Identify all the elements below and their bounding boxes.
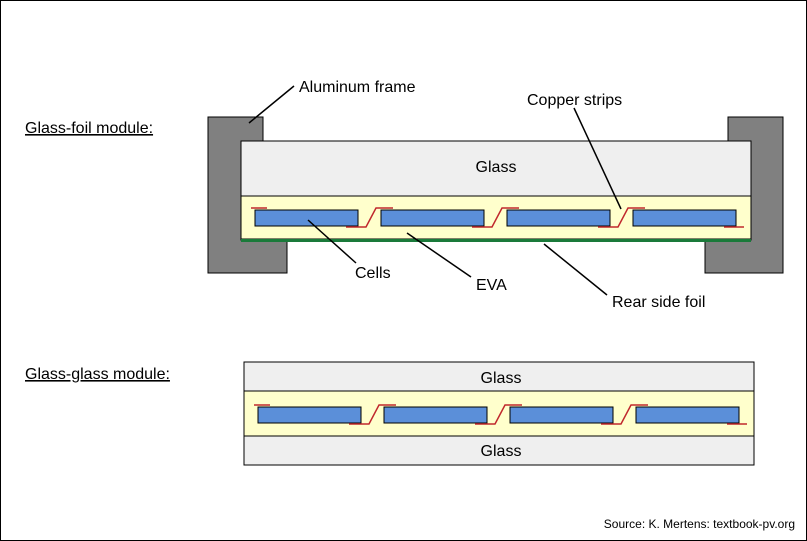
copper-strips-pointer (573, 107, 622, 210)
cell (383, 406, 488, 424)
copper-strips-label: Copper strips (527, 92, 622, 109)
eva-label: EVA (476, 277, 507, 294)
bottom-glass-label: Glass (481, 443, 522, 460)
cell (509, 406, 614, 424)
eva-pointer (406, 232, 472, 278)
cell (257, 406, 362, 424)
cell (635, 406, 740, 424)
bottom-glass-layer (243, 435, 755, 466)
top-glass-label: Glass (481, 370, 522, 387)
cells-label: Cells (355, 265, 391, 282)
glass-layer (240, 140, 752, 197)
copper-strip (349, 404, 396, 425)
copper-strip (601, 404, 648, 425)
glass-foil-section-title: Glass-foil module: (25, 120, 153, 137)
copper-strip (598, 207, 645, 228)
source-credit: Source: K. Mertens: textbook-pv.org (604, 517, 795, 531)
cell (380, 209, 485, 227)
glass-label: Glass (476, 159, 517, 176)
glass-glass-section-title: Glass-glass module: (25, 366, 170, 383)
cell (632, 209, 737, 227)
rear-side-foil-pointer (543, 243, 608, 296)
copper-strip (475, 404, 522, 425)
cell (506, 209, 611, 227)
aluminum-frame-label: Aluminum frame (299, 79, 416, 96)
cells-pointer (307, 219, 357, 264)
rear-side-foil-label: Rear side foil (612, 294, 705, 311)
copper-strip (472, 207, 519, 228)
cell (254, 209, 359, 227)
rear-side-foil (241, 239, 751, 242)
top-glass-layer (243, 361, 755, 392)
copper-strip (346, 207, 393, 228)
aluminum-frame-pointer (248, 85, 295, 124)
